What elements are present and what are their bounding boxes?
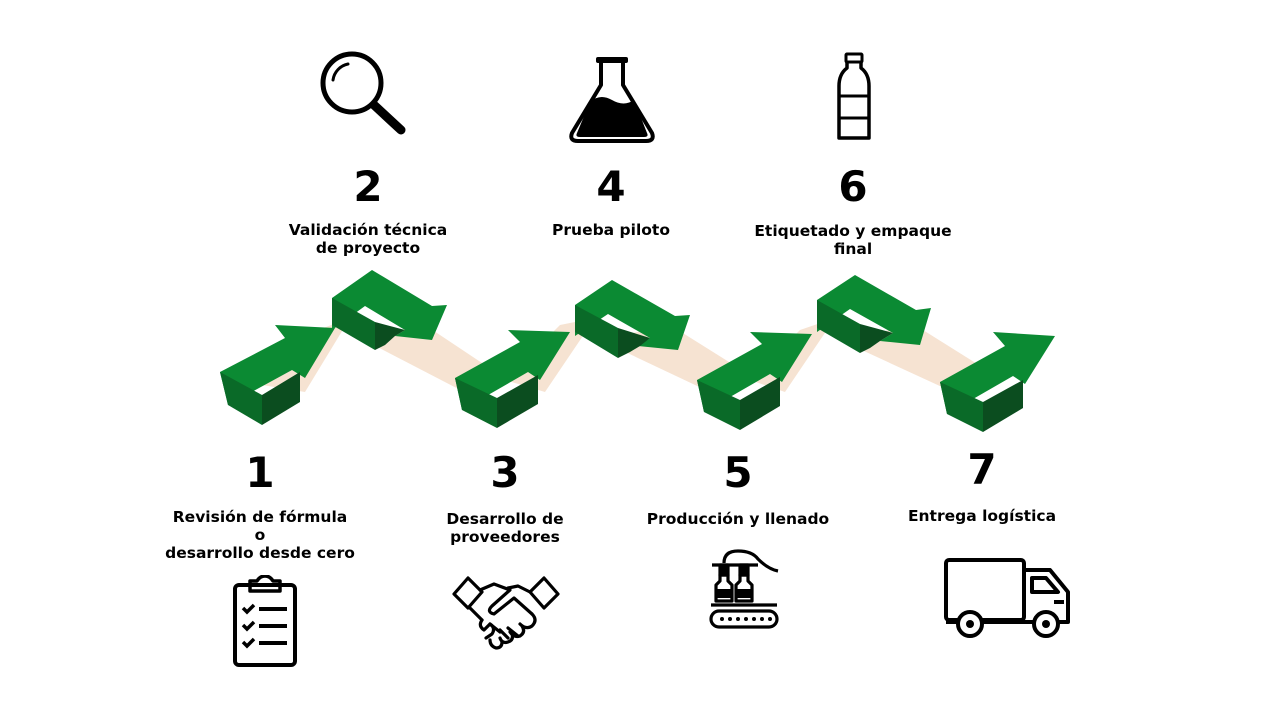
step-5-label: Producción y llenado — [646, 510, 830, 528]
arrow-step-4 — [575, 280, 690, 358]
step-3-label: Desarrollo de proveedores — [446, 510, 564, 546]
bottle-icon — [837, 52, 871, 140]
handshake-icon — [452, 576, 560, 650]
step-1-label: Revisión de fórmula o desarrollo desde c… — [165, 508, 355, 562]
arrow-step-7 — [940, 332, 1055, 432]
arrow-step-2 — [332, 270, 447, 350]
step-3-number: 3 — [490, 448, 520, 497]
step-6-label: Etiquetado y empaque final — [754, 222, 952, 258]
step-1-number: 1 — [245, 448, 275, 497]
magnifying-glass-icon — [320, 51, 406, 135]
filling-machine-icon — [709, 549, 779, 629]
clipboard-checklist-icon — [233, 575, 297, 667]
step-6-number: 6 — [838, 162, 868, 211]
arrow-step-5 — [697, 332, 812, 430]
delivery-truck-icon — [944, 558, 1070, 638]
step-7-number: 7 — [967, 445, 997, 494]
arrow-step-3 — [455, 330, 570, 428]
step-7-label: Entrega logística — [907, 507, 1057, 525]
step-5-number: 5 — [723, 448, 753, 497]
step-2-number: 2 — [353, 162, 383, 211]
step-2-label: Validación técnica de proyecto — [288, 221, 448, 257]
arrow-step-1 — [220, 325, 335, 425]
step-4-label: Prueba piloto — [552, 221, 670, 239]
step-4-number: 4 — [596, 162, 626, 211]
lab-flask-icon — [569, 57, 655, 143]
arrow-step-6 — [817, 275, 931, 353]
